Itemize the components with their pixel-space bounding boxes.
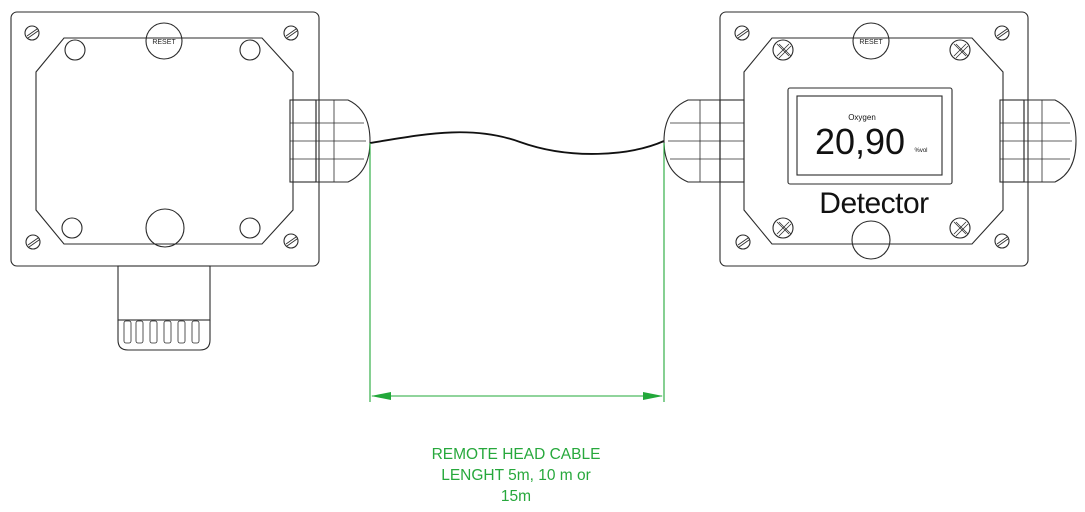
display-window: Oxygen 20,90 %vol [787,87,953,185]
left-reset-button[interactable] [145,22,183,60]
gas-label: Oxygen [848,113,876,122]
right-housing [719,11,1029,267]
cable-length-dimension [369,143,665,402]
phillips-screw-icon [772,39,794,61]
screw-icon [994,233,1010,249]
right-cable-gland-right [999,99,1077,183]
arrow-left-icon [371,392,391,400]
screw-icon [25,234,41,250]
phillips-screw-icon [949,39,971,61]
right-reset-button[interactable] [852,22,890,60]
right-detector-unit: RESET Oxygen 20,90 %vol Detector [663,11,1077,267]
screw-icon [283,25,299,41]
left-sensor-head [117,265,211,351]
phillips-screw-icon [949,217,971,239]
caption-line-2: LENGHT 5m, 10 m or [441,467,591,484]
right-cable-gland-left [663,99,745,183]
gas-reading: 20,90 [815,121,905,162]
left-reset-label: RESET [152,39,176,46]
right-magnet-point [851,220,891,260]
reading-unit: %vol [914,148,927,154]
left-cable-gland [289,99,371,183]
screw-icon [283,233,299,249]
left-remote-head-unit: RESET [10,11,371,351]
cable-length-caption: REMOTE HEAD CABLE LENGHT 5m, 10 m or 15m [400,444,632,507]
screw-icon [734,25,750,41]
right-lid [743,37,1004,245]
screw-icon [994,25,1010,41]
right-reset-label: RESET [859,39,883,46]
lid-hole [239,217,261,239]
lid-hole [61,217,83,239]
screw-icon [735,234,751,250]
caption-line-1: REMOTE HEAD CABLE [431,446,601,463]
left-magnet-point [145,208,185,248]
lid-hole [239,39,261,61]
screw-icon [24,25,40,41]
lid-hole [64,39,86,61]
caption-line-3: 15m [500,488,532,505]
phillips-screw-icon [772,217,794,239]
remote-head-cable [369,131,665,155]
brand-name: Detector [819,187,929,220]
left-lid [35,37,294,245]
arrow-right-icon [643,392,663,400]
